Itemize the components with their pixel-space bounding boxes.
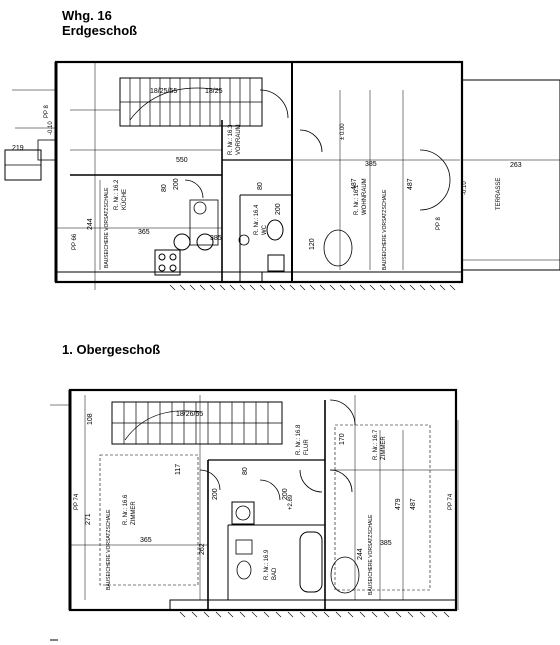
upper-vorsatz-right: BAUSEICHERE VORSATZSCHALE [368,514,374,595]
upper-dim-80: 80 [242,467,249,475]
ground-dim-385a: 385 [365,161,377,168]
ground-dim-385b: 385 [210,235,222,242]
upper-pp-a: PP 74 [74,493,80,510]
upper-stair-label: 18/26/55 [176,411,203,418]
room-wohnraum-name: WOHNRAUM [362,178,368,215]
unit-title: Whg. 16 [62,8,112,23]
upper-pp-b: PP 74 [448,493,454,510]
ground-stair-label-2: 18/25 [205,88,223,95]
terrasse-label: TERRASSE [496,178,502,210]
ground-dim-263: 263 [510,162,522,169]
ground-floor-title: Erdgeschoß [62,23,138,38]
ground-dim-80a: 80 [161,184,168,192]
upper-level: +2.89 [288,494,294,510]
room-vorraum-number: R. Nr.: 16.3 [228,124,234,155]
ground-floor-walls [4,60,560,291]
ground-vorsatz-left: BAUSEICHERE VORSATZSCHALE [104,187,110,268]
room-zimmer-right-number: R. Nr.: 16.7 [373,429,379,460]
ground-dim-365: 365 [138,229,150,236]
room-bad-name: BAD [272,567,278,580]
ground-floor-plan: 18/25/55 18/25 R. Nr.: 16.3 VORRAUM R. N… [4,60,560,291]
room-kueche-name: KÜCHE [121,189,128,210]
ground-stair-label: 18/25/55 [150,88,177,95]
upper-dim-479: 479 [395,498,402,510]
room-wohnraum-number: R. Nr.: 16.1 [354,184,360,215]
ground-level-c: -0.10 [462,181,468,195]
room-wc-name: WC [262,224,268,235]
upper-dim-262: 262 [199,543,206,555]
ground-dim-200b: 200 [275,203,282,215]
ground-pp-c: PP 66 [72,233,78,250]
upper-dim-117: 117 [175,464,182,475]
ground-dim-219: 219 [12,145,24,152]
ground-level-a: ± 0.00 [340,123,346,140]
room-zimmer-left-name: ZIMMER [131,501,137,525]
room-vorraum-name: VORRAUM [236,124,242,155]
ground-level-b: -0.10 [48,121,54,135]
upper-dim-271: 271 [85,513,92,525]
room-flur-number: R. Nr.: 16.8 [296,424,302,455]
ground-dim-487a: 487 [351,178,358,190]
room-kueche-number: R. Nr.: 16.2 [114,179,120,210]
ground-vorsatz-right: BAUSEICHERE VORSATZSCHALE [382,189,388,270]
upper-floor-title: 1. Obergeschoß [62,342,161,357]
upper-dim-200a: 200 [212,488,219,500]
upper-outer-wall [68,388,458,612]
ground-outer-wall [54,60,464,284]
ground-pp-a: PP 8 [44,104,50,118]
ground-floor-labels: 18/25/55 18/25 R. Nr.: 16.3 VORRAUM R. N… [12,88,522,270]
ground-dim-120: 120 [309,238,316,250]
ground-pp-b: PP 8 [436,216,442,230]
upper-dim-385: 385 [380,540,392,547]
upper-dim-244: 244 [357,548,364,560]
upper-floor-labels: 18/26/55 R. Nr.: 16.6 ZIMMER R. Nr.: 16.… [74,411,454,595]
upper-dim-487: 487 [410,498,417,510]
room-zimmer-right-name: ZIMMER [381,436,387,460]
ground-dim-200a: 200 [173,178,180,190]
ground-dim-244: 244 [87,218,94,230]
upper-dim-108: 108 [87,413,94,425]
room-flur-name: FLUR [304,439,310,455]
room-bad-number: R. Nr.: 16.9 [264,549,270,580]
upper-floor-walls [50,388,459,641]
room-wc-number: R. Nr.: 16.4 [254,204,260,235]
upper-dim-200b: 200 [282,488,289,500]
ground-dim-487b: 487 [407,178,414,190]
upper-dim-170: 170 [339,433,346,445]
room-zimmer-left-number: R. Nr.: 16.6 [123,494,129,525]
upper-vorsatz-left: BAUSEICHERE VORSATZSCHALE [106,509,112,590]
upper-dim-365: 365 [140,537,152,544]
ground-dim-550: 550 [176,157,188,164]
ground-dim-80b: 80 [257,182,264,190]
